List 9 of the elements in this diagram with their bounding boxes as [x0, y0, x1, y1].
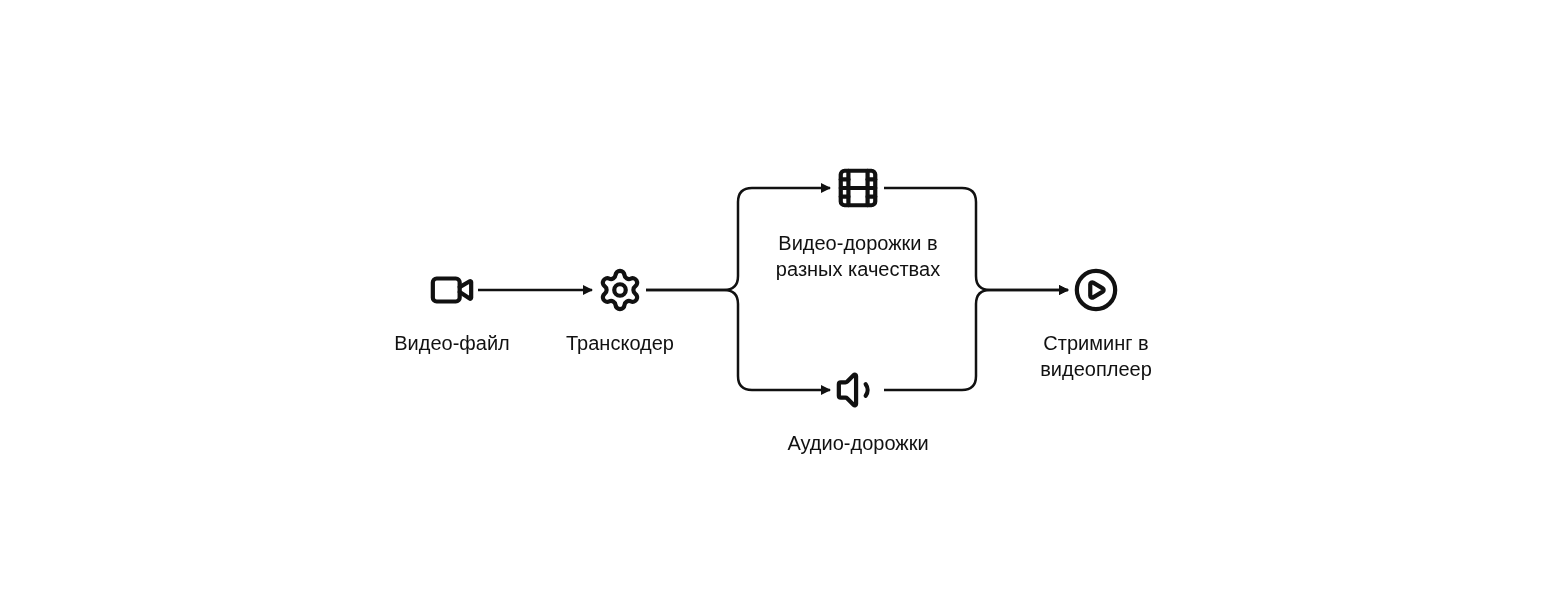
arrow — [478, 285, 593, 295]
node-caption: Видео-дорожки в разных качествах — [774, 231, 942, 282]
node-caption: Аудио-дорожки — [786, 431, 930, 456]
arrow — [646, 288, 831, 395]
arrow — [884, 285, 1069, 392]
node-caption: Транскодер — [565, 331, 675, 356]
node-caption: Стриминг в видеоплеер — [1039, 331, 1153, 382]
play-circle-icon — [1073, 267, 1119, 313]
node-caption: Видео-файл — [393, 331, 511, 356]
